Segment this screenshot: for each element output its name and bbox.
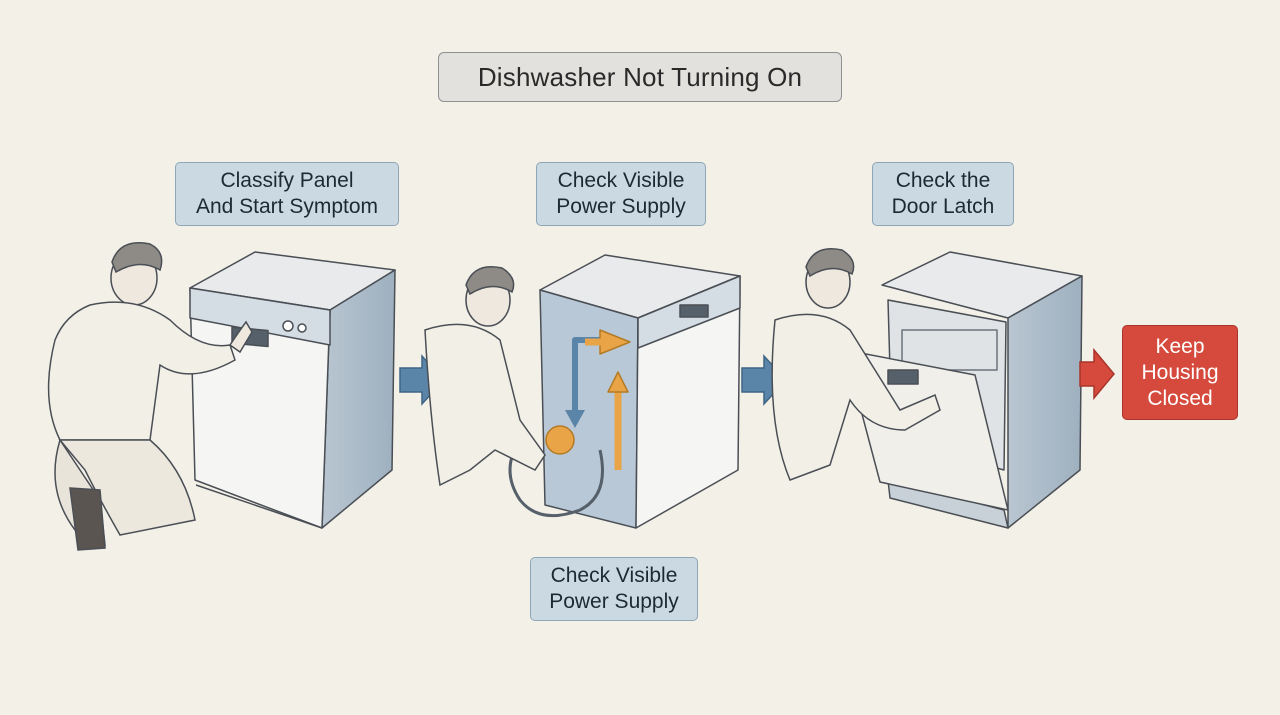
sub-label-line1: Check Visible <box>550 564 678 587</box>
technician-3-figure <box>771 248 941 481</box>
step-1-label-line1: Classify Panel <box>220 169 354 192</box>
step-2-label-line2: Power Supply <box>556 195 686 218</box>
diagram-title: Dishwasher Not Turning On <box>438 52 842 102</box>
sub-label-line2: Power Supply <box>549 590 679 613</box>
step-1-label-line2: And Start Symptom <box>195 195 379 218</box>
dishwasher-1-illustration <box>189 251 396 529</box>
terminal-line2: Housing <box>1141 360 1219 384</box>
technician-1-figure <box>47 242 253 551</box>
dishwasher-2-illustration <box>487 254 741 529</box>
step-3-label-line2: Door Latch <box>891 195 995 218</box>
flow-arrow-3 <box>1079 347 1115 401</box>
step-3-label-line1: Check the <box>895 169 991 192</box>
technician-2-figure <box>424 266 546 487</box>
terminal-line1: Keep <box>1155 334 1205 358</box>
step-2-label-line1: Check Visible <box>557 169 685 192</box>
terminal-line3: Closed <box>1147 386 1213 410</box>
